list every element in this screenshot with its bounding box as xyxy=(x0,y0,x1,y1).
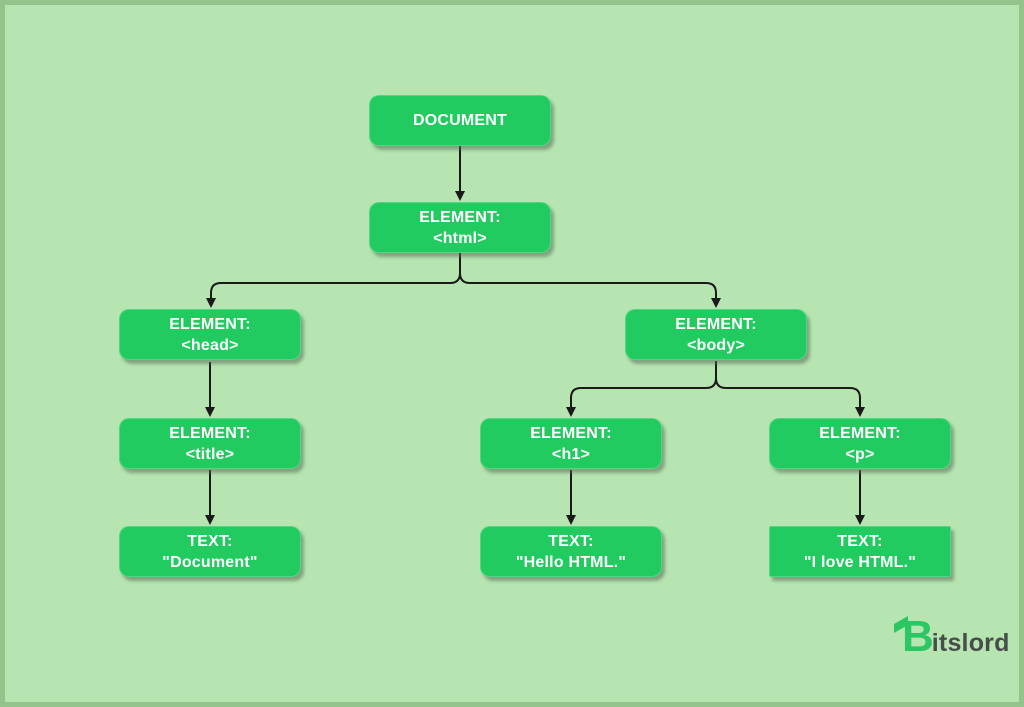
node-element-p: ELEMENT: <p> xyxy=(769,418,951,469)
bitslord-logo: B itslord xyxy=(902,612,1010,661)
node-value: <head> xyxy=(181,336,239,354)
edge-body-p xyxy=(715,377,861,407)
node-value: <html> xyxy=(433,229,487,247)
arrowhead-text-love xyxy=(855,515,865,525)
node-document: DOCUMENT xyxy=(369,95,551,146)
arrowhead-html xyxy=(455,191,465,201)
node-label: DOCUMENT xyxy=(412,112,508,129)
node-value: <body> xyxy=(686,336,746,354)
node-value: "Document" xyxy=(162,553,258,571)
node-element-body: ELEMENT: <body> xyxy=(625,309,807,360)
node-label: ELEMENT: xyxy=(819,424,901,442)
arrowhead-text-document xyxy=(205,515,215,525)
arrowhead-p xyxy=(855,407,865,417)
node-text-love: TEXT: "I love HTML." xyxy=(769,526,951,577)
node-element-head: ELEMENT: <head> xyxy=(119,309,301,360)
bitslord-logo-text: itslord xyxy=(931,629,1010,657)
node-value: "Hello HTML." xyxy=(515,553,627,571)
node-text-document: TEXT: "Document" xyxy=(119,526,301,577)
node-label: TEXT: xyxy=(837,532,883,550)
node-text-hello: TEXT: "Hello HTML." xyxy=(480,526,662,577)
node-value: <title> xyxy=(185,445,235,463)
edge-body-h1 xyxy=(570,377,717,407)
arrowhead-body xyxy=(711,298,721,308)
arrowhead-head xyxy=(206,298,216,308)
arrowhead-h1 xyxy=(566,407,576,417)
node-element-html: ELEMENT: <html> xyxy=(369,202,551,253)
node-label: ELEMENT: xyxy=(169,424,251,442)
bitslord-logo-icon: B xyxy=(902,612,934,661)
node-value: <h1> xyxy=(551,445,591,463)
node-value: "I love HTML." xyxy=(803,553,917,571)
node-label: ELEMENT: xyxy=(675,315,757,333)
arrowhead-title xyxy=(205,407,215,417)
node-label: TEXT: xyxy=(548,532,594,550)
node-label: ELEMENT: xyxy=(419,208,501,226)
node-label: TEXT: xyxy=(187,532,233,550)
edge-html-body xyxy=(459,272,717,298)
node-element-title: ELEMENT: <title> xyxy=(119,418,301,469)
edge-html-head xyxy=(210,272,461,298)
arrowhead-text-hello xyxy=(566,515,576,525)
node-value: <p> xyxy=(845,445,875,463)
node-label: ELEMENT: xyxy=(530,424,612,442)
node-element-h1: ELEMENT: <h1> xyxy=(480,418,662,469)
node-label: ELEMENT: xyxy=(169,315,251,333)
